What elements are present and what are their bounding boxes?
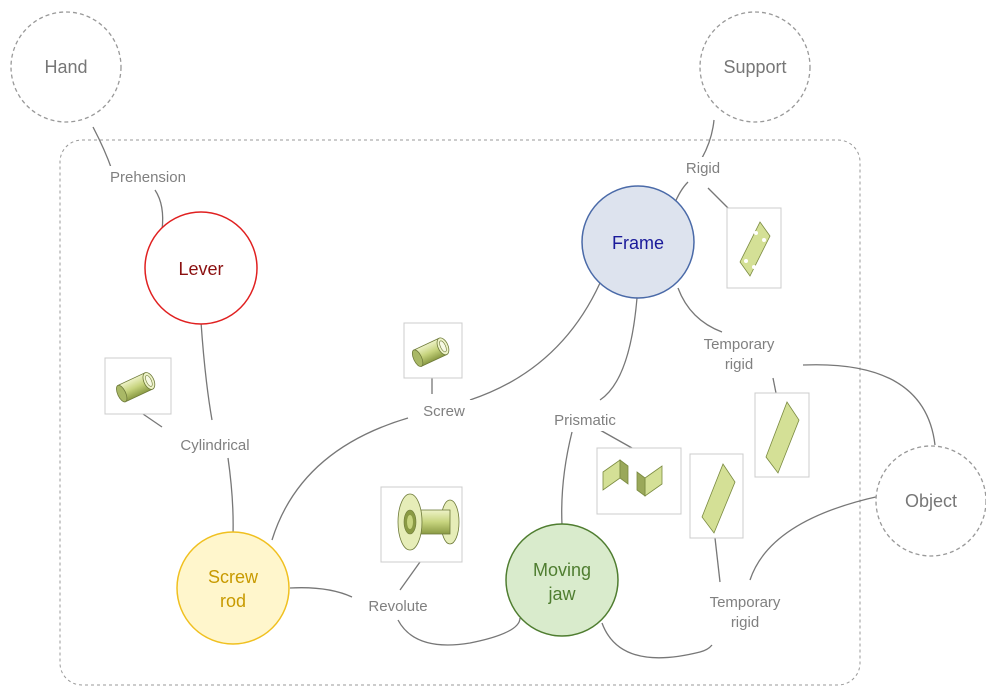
support-label: Support <box>723 57 786 77</box>
prismatic-label: Prismatic <box>554 412 616 429</box>
connector-jaw-temprigid-bottom <box>601 622 713 659</box>
connector-frame-prismatic <box>599 297 638 401</box>
frame-label: Frame <box>612 233 664 253</box>
connector-temprigid-bottom-object <box>749 495 881 581</box>
rigid-label: Rigid <box>686 160 720 177</box>
temporary-rigid-top-line2: rigid <box>725 356 753 373</box>
connector-temprigid-object <box>802 364 936 446</box>
connector-prismatic-jaw <box>561 431 573 526</box>
external-hand: Hand <box>10 11 122 123</box>
cylindrical-label: Cylindrical <box>180 437 249 454</box>
connector-screw-screwrod <box>271 417 409 541</box>
connector-revolute-jaw <box>397 617 521 646</box>
connector-cylindrical-screwrod <box>227 457 234 536</box>
system-boundary <box>59 139 861 686</box>
moving-jaw-label-line2: jaw <box>547 584 576 604</box>
prehension-label: Prehension <box>110 169 186 186</box>
screw-rod-label-line1: Screw <box>208 567 259 587</box>
leader-prismatic-icon <box>599 429 633 449</box>
temporary-rigid-top-line1: Temporary <box>704 336 775 353</box>
leader-temprigid-top-icon <box>772 377 777 394</box>
joint-labels: Prehension Rigid Cylindrical Screw Prism… <box>96 157 796 636</box>
screw-label: Screw <box>423 403 465 420</box>
revolute-label: Revolute <box>368 598 427 615</box>
part-screw-rod: Screw rod <box>176 531 290 645</box>
hand-label: Hand <box>44 57 87 77</box>
plate-icon <box>689 453 744 539</box>
prismatic-joint-icon <box>596 447 682 515</box>
leader-temprigid-bottom-icon <box>714 537 721 583</box>
temporary-rigid-bottom-line2: rigid <box>731 614 759 631</box>
connectors <box>92 119 936 659</box>
connector-support-rigid <box>701 119 715 159</box>
leader-revolute-icon <box>399 561 421 591</box>
part-moving-jaw: Moving jaw <box>505 523 619 637</box>
part-lever: Lever <box>144 211 258 325</box>
connector-frame-temprigid <box>677 287 723 333</box>
screw-rod-label-line2: rod <box>220 591 246 611</box>
part-frame: Frame <box>581 185 695 299</box>
external-object: Object <box>875 445 986 557</box>
object-label: Object <box>905 491 957 511</box>
connector-lever-cylindrical <box>200 321 213 421</box>
connector-frame-screw <box>469 282 601 401</box>
connector-prehension-lever <box>154 189 164 231</box>
connector-hand-prehension <box>92 126 113 171</box>
external-support: Support <box>699 11 811 123</box>
leader-rigid-icon <box>707 187 731 211</box>
screw-joint-icon <box>403 322 463 379</box>
moving-jaw-label-line1: Moving <box>533 560 591 580</box>
rigid-plate-icon <box>726 207 782 289</box>
connector-screwrod-revolute <box>289 587 353 598</box>
lever-label: Lever <box>178 259 223 279</box>
plate-icon <box>754 392 810 478</box>
temporary-rigid-bottom-line1: Temporary <box>710 594 781 611</box>
leader-cylinder-icon <box>142 413 163 428</box>
cylinder-joint-icon <box>104 357 172 415</box>
revolute-joint-icon <box>380 486 463 563</box>
